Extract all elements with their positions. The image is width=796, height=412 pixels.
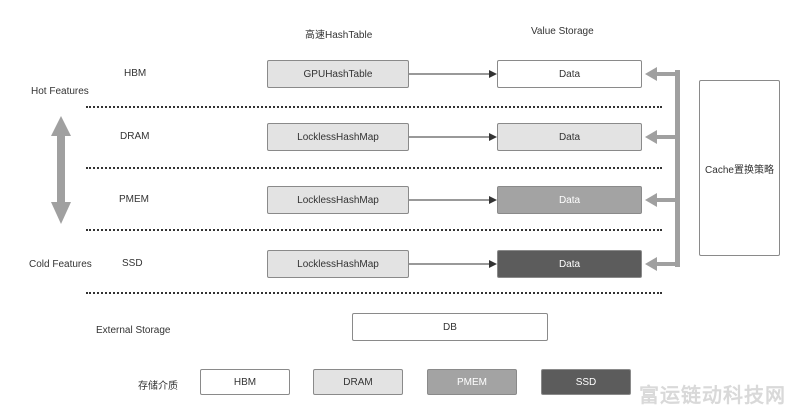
data-box-ssd: Data: [497, 250, 642, 278]
tier-label-ssd: SSD: [122, 258, 143, 269]
hot-cold-double-arrow: [51, 116, 71, 224]
legend-hbm: HBM: [200, 369, 290, 395]
label-cold-features: Cold Features: [29, 259, 92, 270]
separator-3: [86, 229, 662, 231]
separator-4: [86, 292, 662, 294]
header-value-storage: Value Storage: [531, 26, 594, 37]
hashmap-box-ssd: LocklessHashMap: [267, 250, 409, 278]
header-hashtable: 高速HashTable: [305, 30, 373, 41]
cache-policy-arrows: [645, 67, 680, 271]
legend-title: 存储介质: [138, 381, 178, 392]
hashmap-box-pmem: LocklessHashMap: [267, 186, 409, 214]
legend-dram: DRAM: [313, 369, 403, 395]
tier-label-dram: DRAM: [120, 131, 150, 142]
hashmap-box-hbm: GPUHashTable: [267, 60, 409, 88]
separator-2: [86, 167, 662, 169]
label-external-storage: External Storage: [96, 325, 171, 336]
cache-policy-box: Cache置换策略: [699, 80, 780, 256]
legend-pmem: PMEM: [427, 369, 517, 395]
data-box-pmem: Data: [497, 186, 642, 214]
data-box-hbm: Data: [497, 60, 642, 88]
data-box-dram: Data: [497, 123, 642, 151]
watermark: 富运链动科技网: [639, 385, 786, 407]
tier-label-hbm: HBM: [124, 68, 147, 79]
separator-1: [86, 106, 662, 108]
tier-label-pmem: PMEM: [119, 194, 149, 205]
hashmap-box-dram: LocklessHashMap: [267, 123, 409, 151]
legend-ssd: SSD: [541, 369, 631, 395]
label-hot-features: Hot Features: [31, 86, 89, 97]
db-box: DB: [352, 313, 548, 341]
